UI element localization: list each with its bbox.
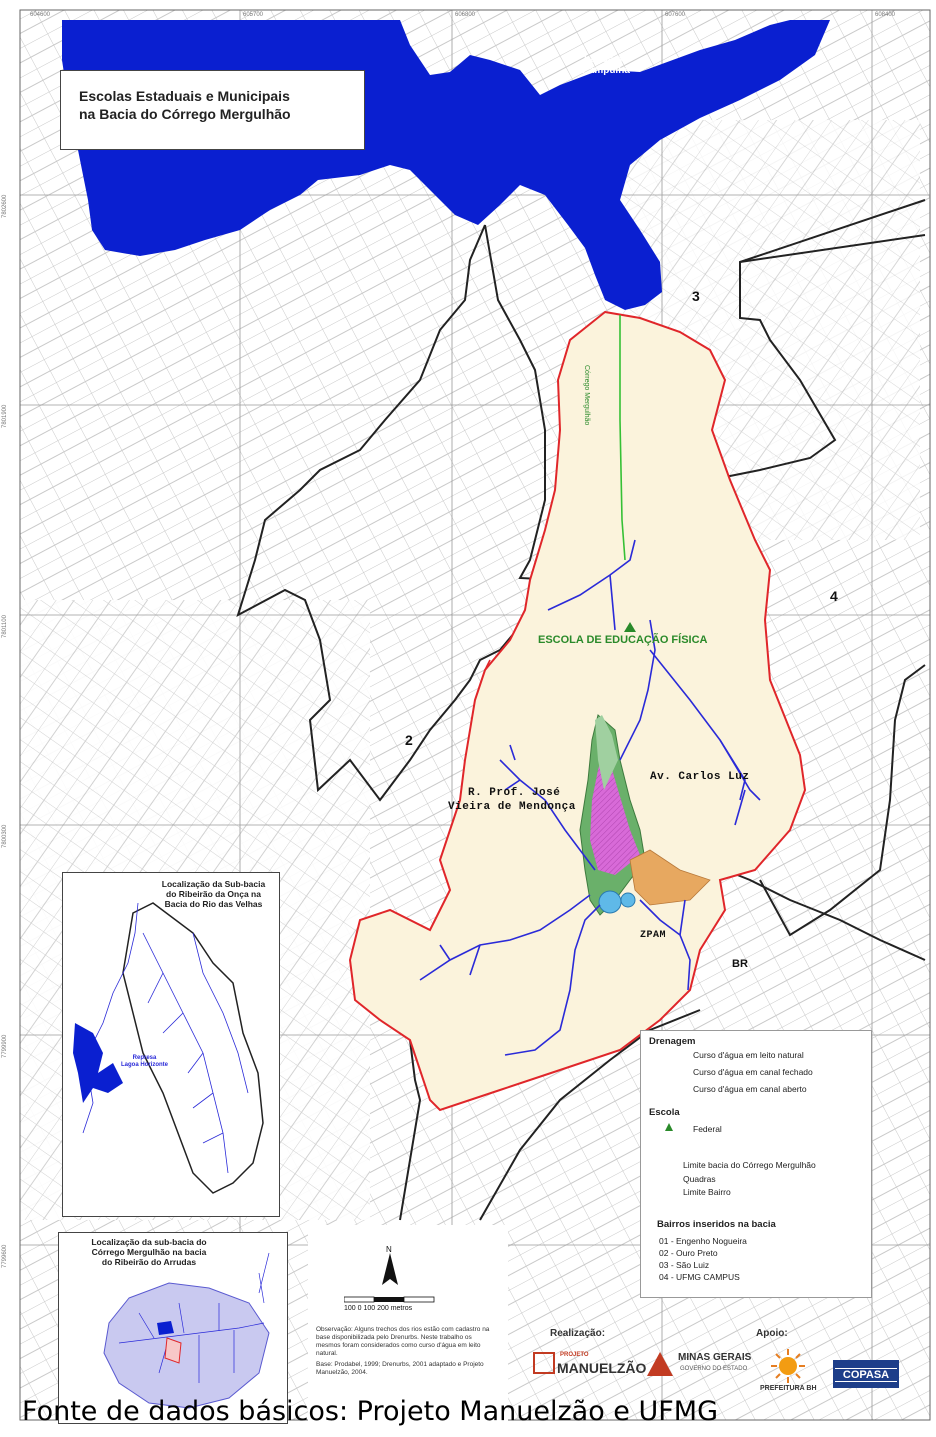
legend-bairro-03: 03 - São Luiz — [659, 1260, 710, 1270]
legend-drenagem-aberto: Curso d'água em canal aberto — [693, 1084, 807, 1094]
prefeitura-bh-sun-icon — [771, 1349, 805, 1383]
base-text: Base: Prodabel, 1999; Drenurbs, 2001 ada… — [316, 1361, 484, 1376]
legend: Drenagem Curso d'água em leito natural C… — [640, 1030, 872, 1298]
tick-left-3: 7801100 — [2, 615, 8, 638]
bairro-3-label: 3 — [692, 288, 700, 304]
manuelzao-logo-text: MANUELZÃO — [557, 1360, 647, 1376]
north-arrow — [382, 1253, 398, 1285]
north-label: N — [386, 1245, 392, 1254]
manuelzao-logo-icon — [533, 1352, 555, 1374]
map-title-line-1: Escolas Estaduais e Municipais — [79, 88, 290, 104]
streams-natural — [419, 539, 761, 1056]
legend-limite-bairro: Limite Bairro — [683, 1187, 731, 1197]
tick-top-4: 607600 — [665, 12, 686, 18]
tick-top-2: 605700 — [243, 12, 264, 18]
map-title-line-2: na Bacia do Córrego Mergulhão — [79, 106, 291, 122]
minas-gerais-logo-sub: GOVERNO DO ESTADO — [680, 1366, 748, 1372]
scale-bar — [344, 1296, 435, 1303]
lake-label-line-1: Lagoa da — [584, 54, 628, 65]
inset1-title-line-2: do Ribeirão da Onça na — [166, 889, 261, 899]
tick-left-6: 7799600 — [2, 1244, 8, 1268]
bairro-4-label: 4 — [830, 588, 838, 604]
tick-left-1: 7802600 — [2, 194, 8, 218]
stream-label: Córrego Mergulhão — [583, 365, 590, 426]
inset1-title-line-1: Localização da Sub-bacia — [161, 879, 266, 889]
apoio-label: Apoio: — [756, 1328, 788, 1339]
inset1-lake-label-line-1: Represa — [132, 1055, 157, 1061]
bacia-corrego-mergulhao — [348, 310, 807, 1112]
manuelzao-logo-small: PROJETO — [560, 1352, 589, 1358]
prefeitura-bh-text: PREFEITURA BH — [760, 1385, 817, 1392]
street-label-jose-vieira-line-2: Vieira de Mendonça — [448, 801, 576, 813]
legend-bairro-02: 02 - Ouro Preto — [659, 1248, 718, 1258]
legend-drenagem-natural: Curso d'água em leito natural — [693, 1050, 804, 1060]
legend-bairros-title: Bairros inseridos na bacia — [657, 1219, 776, 1230]
inset2-title-line-1: Localização da sub-bacia do — [91, 1237, 207, 1247]
bairro-2-label: 2 — [405, 732, 413, 748]
legend-drenagem-fechado: Curso d'água em canal fechado — [693, 1067, 813, 1077]
tick-top-5: 608400 — [875, 12, 896, 18]
street-label-jose-vieira-line-1: R. Prof. José — [468, 787, 561, 799]
street-label-jose-vieira: R. Prof. José Vieira de Mendonça — [448, 786, 576, 814]
inset-ribeirao-da-onca: Localização da Sub-bacia do Ribeirão da … — [62, 872, 280, 1217]
tick-top-1: 604600 — [30, 12, 51, 18]
minas-gerais-logo-icon — [647, 1352, 673, 1376]
copasa-logo-text: COPASA — [835, 1368, 897, 1382]
school-label: ESCOLA DE EDUCAÇÃO FÍSICA — [538, 634, 708, 646]
inset-ribeirao-arrudas: Localização da sub-bacia do Córrego Merg… — [58, 1232, 288, 1424]
observation-text: Observação: Alguns trechos dos rios estã… — [316, 1326, 490, 1357]
source-caption: Fonte de dados básicos: Projeto Manuelzã… — [22, 1396, 719, 1427]
street-label-carlos-luz: Av. Carlos Luz — [650, 771, 750, 783]
map-title-box: Escolas Estaduais e Municipais na Bacia … — [60, 70, 365, 150]
inset1-title: Localização da Sub-bacia do Ribeirão da … — [151, 879, 276, 909]
stream-open-channel — [619, 315, 626, 561]
zpam-label: ZPAM — [640, 930, 667, 941]
scale-panel: N 100 0 100 200 metros — [308, 1225, 508, 1425]
lake-label: Lagoa da Pampulha — [574, 54, 638, 76]
legend-escola-federal: Federal — [693, 1124, 722, 1134]
tick-left-2: 7801900 — [2, 404, 8, 428]
inset2-title: Localização da sub-bacia do Córrego Merg… — [69, 1237, 229, 1267]
minas-gerais-logo-text: MINAS GERAIS — [678, 1352, 752, 1363]
legend-escola-title: Escola — [649, 1107, 680, 1118]
tick-left-4: 7800300 — [2, 824, 8, 848]
inset1-title-line-3: Bacia do Rio das Velhas — [164, 899, 263, 909]
legend-drenagem-title: Drenagem — [649, 1036, 696, 1047]
inset2-title-line-3: do Ribeirão do Arrudas — [101, 1257, 197, 1267]
bairro-br-label: BR — [732, 958, 748, 970]
legend-bairro-04: 04 - UFMG CAMPUS — [659, 1272, 740, 1282]
scale-labels: 100 0 100 200 metros — [344, 1305, 413, 1312]
inset2-title-line-2: Córrego Mergulhão na bacia — [91, 1247, 207, 1257]
legend-bairro-01: 01 - Engenho Nogueira — [659, 1236, 747, 1246]
inset1-map — [73, 902, 264, 1194]
zpam-area — [579, 714, 711, 916]
copasa-logo: COPASA — [833, 1360, 899, 1388]
lake-label-line-2: Pampulha — [582, 65, 630, 76]
stream-closed-channel — [484, 659, 491, 671]
inset1-lake-label: Represa Lagoa Horizonte — [121, 1055, 168, 1069]
legend-limite-bacia: Limite bacia do Córrego Mergulhão — [683, 1160, 816, 1170]
tick-left-5: 7799900 — [2, 1034, 8, 1058]
inset1-lake-label-line-2: Lagoa Horizonte — [121, 1062, 169, 1068]
school-marker — [624, 622, 636, 632]
tick-top-3: 606800 — [455, 12, 476, 18]
legend-school-icon — [665, 1123, 673, 1131]
realizacao-label: Realização: — [550, 1328, 606, 1339]
observation-note: Observação: Alguns trechos dos rios estã… — [316, 1326, 496, 1377]
legend-quadras: Quadras — [683, 1174, 716, 1184]
inset2-map — [103, 1252, 270, 1409]
